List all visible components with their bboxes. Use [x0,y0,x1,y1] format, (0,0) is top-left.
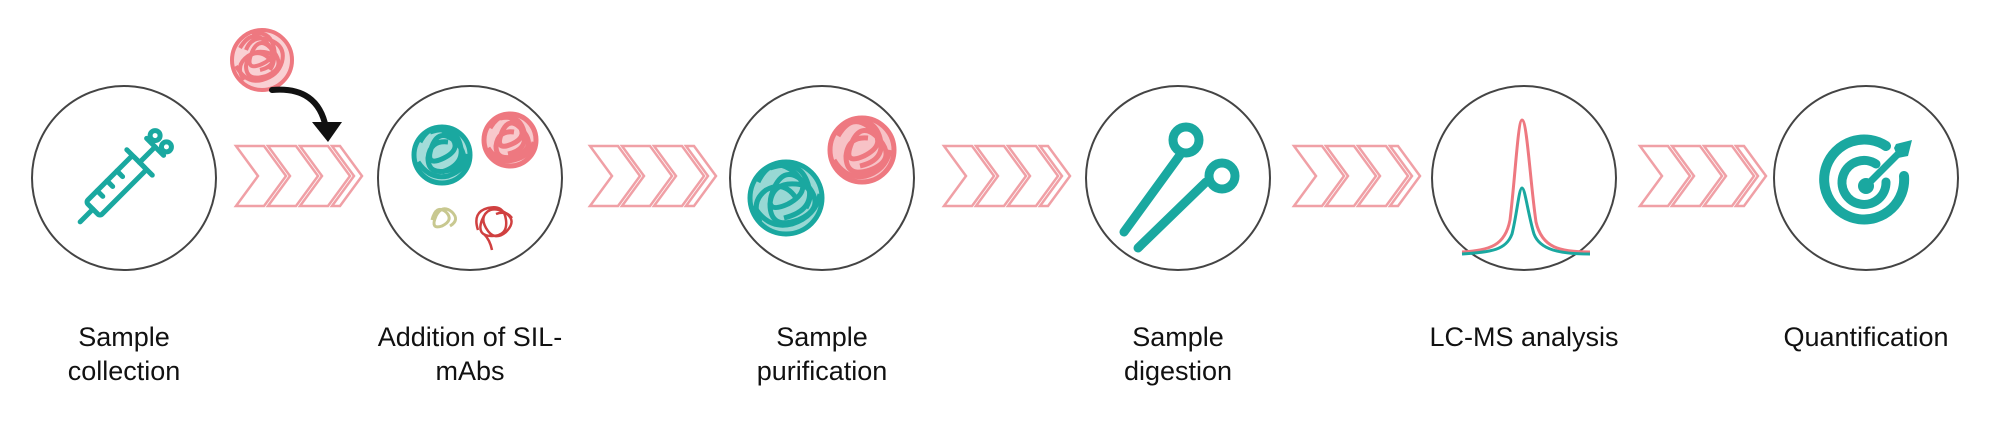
step-circle-digestion [1085,85,1271,271]
chevron-arrow-2 [587,144,718,208]
step-circles [31,85,1959,271]
chevron-arrow-3 [941,144,1072,208]
step-label-addition: Addition of SIL-mAbs [377,322,563,386]
arrowhead-icon [312,122,342,142]
step-circle-quantification [1773,85,1959,271]
red-squiggle-icon [475,206,513,251]
pink-antibody-large-icon [827,115,897,185]
target-icon [1819,134,1912,225]
olive-squiggle-icon [430,207,457,229]
teal-antibody-large-icon [747,159,825,237]
floating-antibody-icon [230,28,294,92]
chevron-arrow-1 [233,144,364,208]
chevron-arrows [233,144,1768,208]
step-label-lcms: LC-MS analysis [1429,322,1619,352]
syringe-icon [77,128,174,225]
teal-antibody-icon [411,124,473,186]
step-circle-collection [31,85,217,271]
step-circle-purification [729,85,915,271]
step-label-quantification: Quantification [1783,322,1949,352]
step-circle-lcms [1431,85,1617,271]
sil-mabs-icon [411,111,539,251]
chromatogram-icon [1461,118,1591,256]
step-circle-addition [377,85,563,271]
pink-antibody-icon [481,111,539,169]
curved-arrow-icon [269,86,329,131]
purification-icon [747,115,897,237]
chevron-arrow-4 [1291,144,1422,208]
scissors-icon [1119,122,1240,253]
chevron-arrow-5 [1637,144,1768,208]
